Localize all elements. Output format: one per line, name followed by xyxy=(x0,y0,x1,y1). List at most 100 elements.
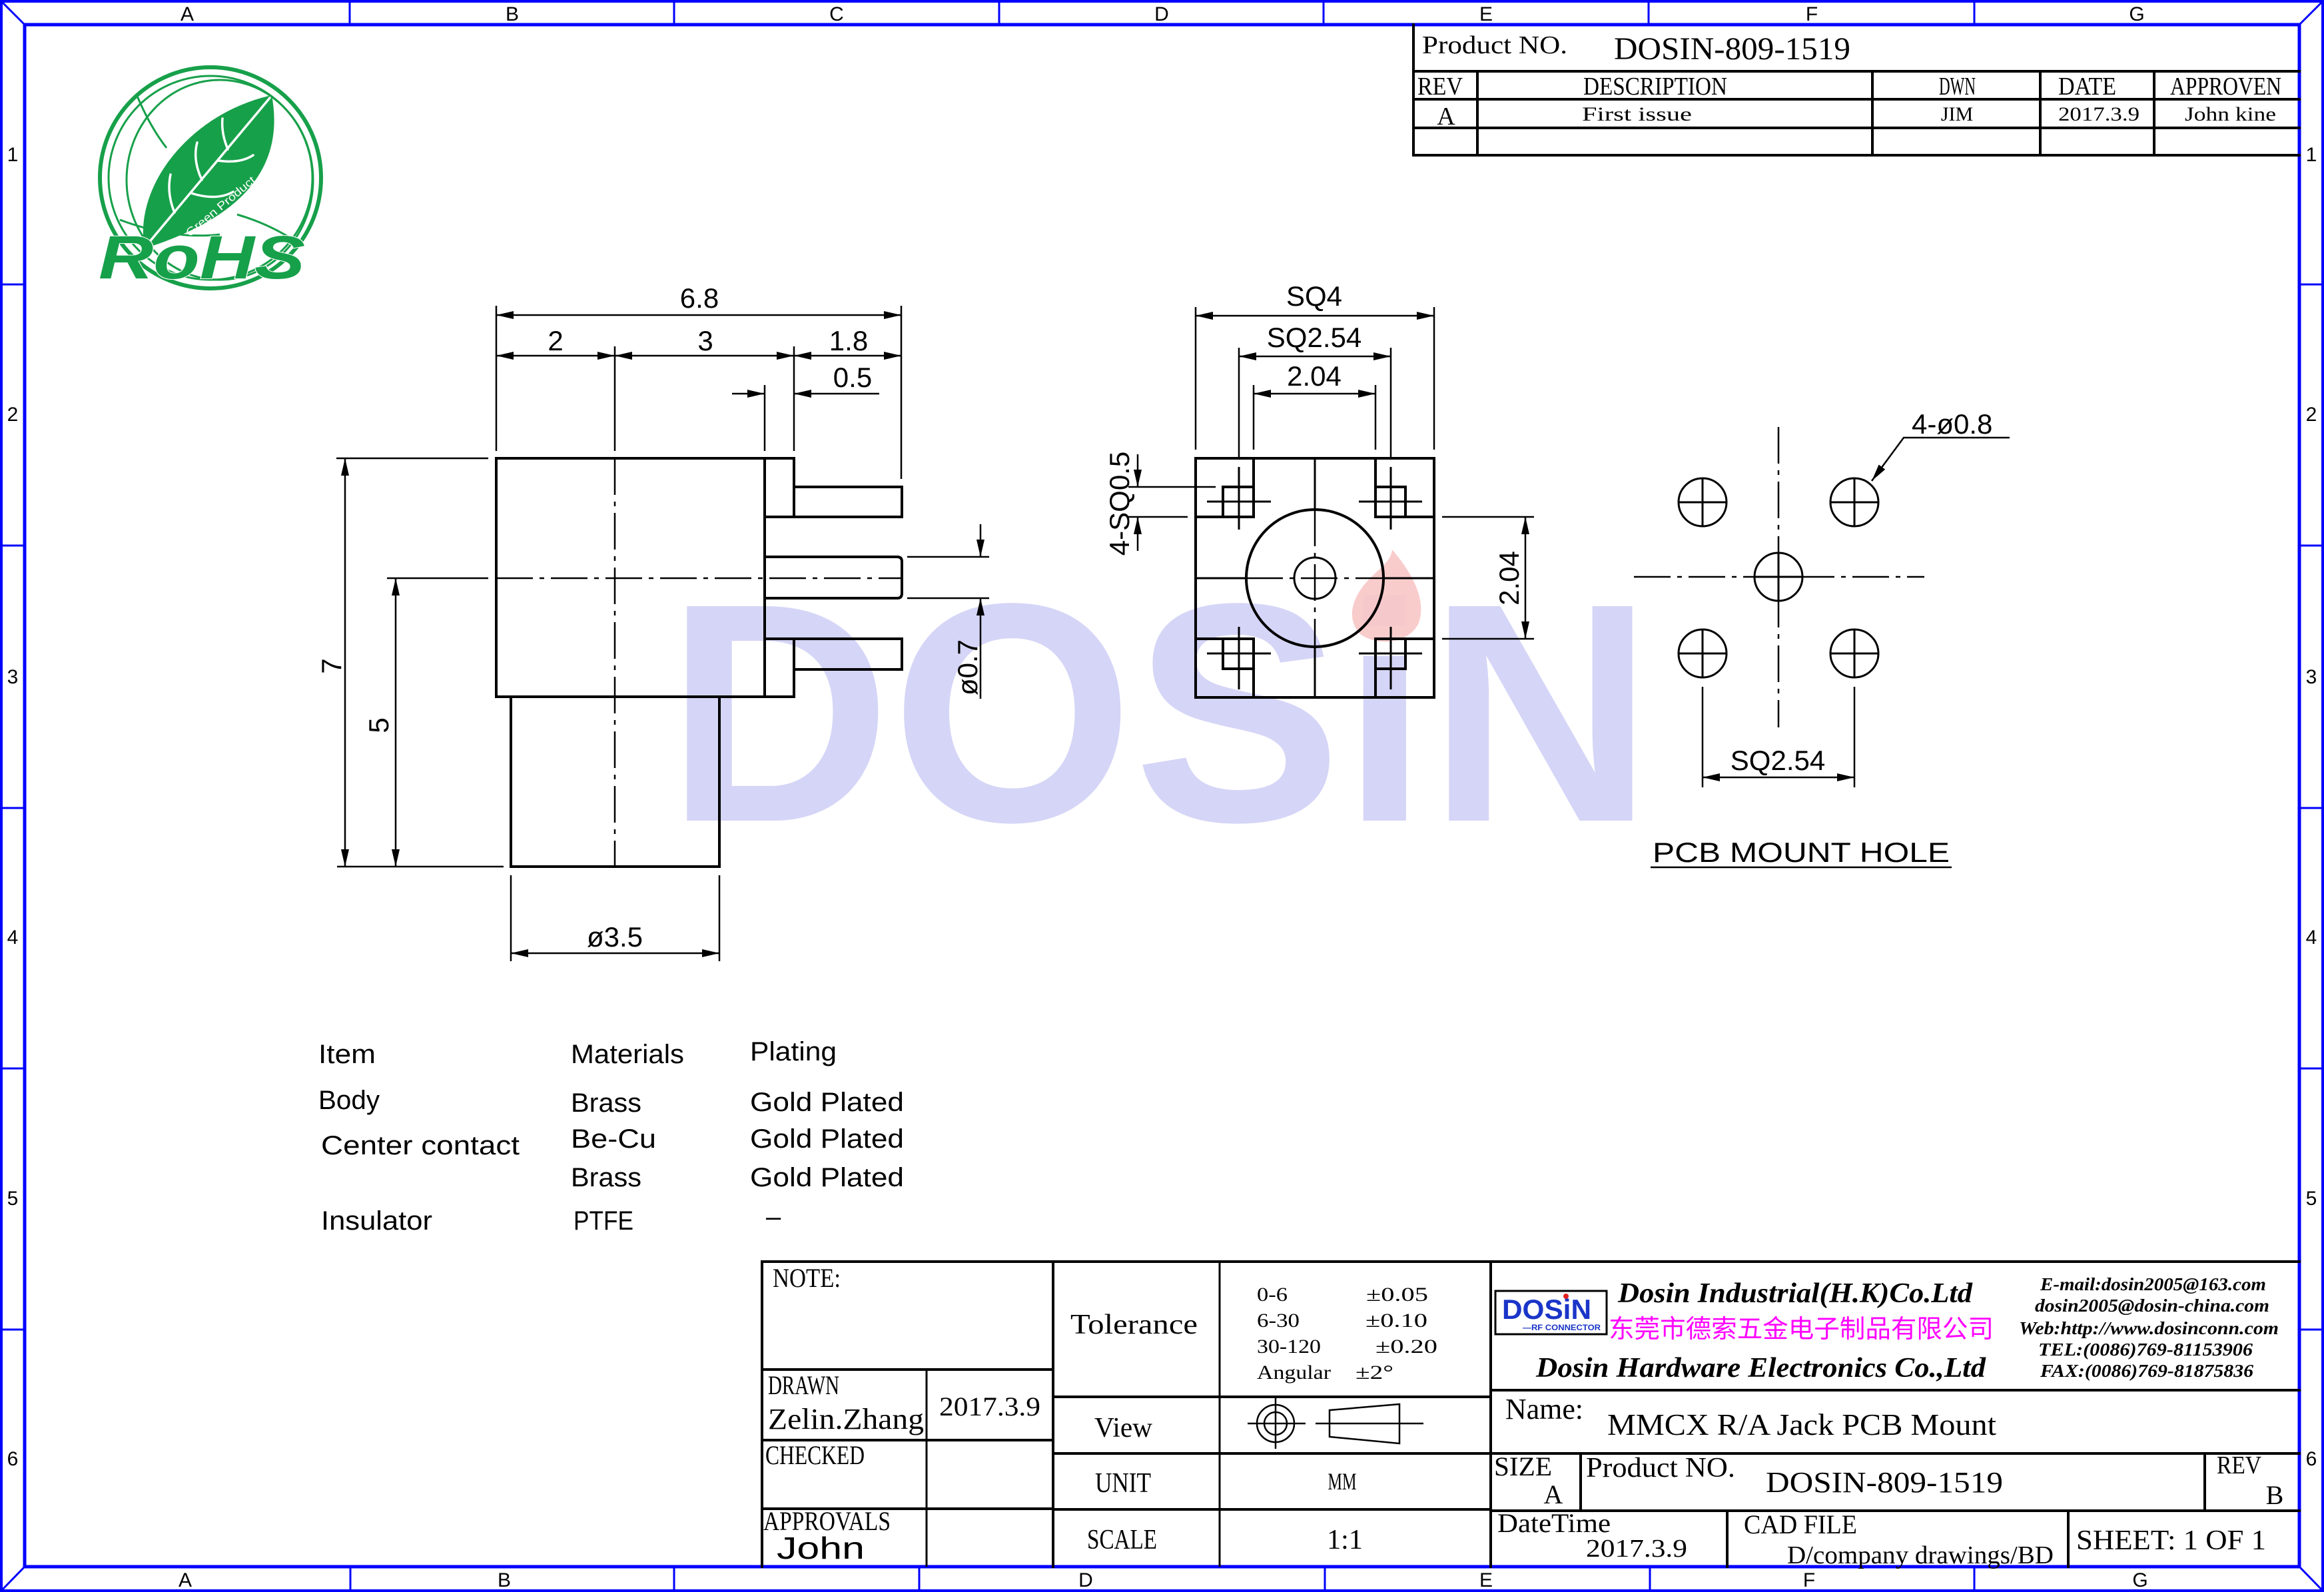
front-view-extension-lines xyxy=(1128,307,1534,640)
header-item: Item xyxy=(318,1040,376,1069)
cad-file-value: D/company drawings/BD xyxy=(1787,1541,2054,1569)
column-label: D xyxy=(1078,1569,1093,1591)
material-cell: Brass xyxy=(571,1088,641,1118)
column-label: A xyxy=(179,1569,192,1591)
tolerance-label: Tolerance xyxy=(1070,1310,1198,1340)
column-label: F xyxy=(1803,1569,1815,1591)
row-label: 2 xyxy=(7,404,19,426)
pcb-mount-hole-title: PCB MOUNT HOLE xyxy=(1653,837,1950,868)
company-name-cn: 东莞市德索五金电子制品有限公司 xyxy=(1609,1314,1994,1344)
product-no-label: Product NO. xyxy=(1422,31,1567,59)
drawn-label: DRAWN xyxy=(768,1370,839,1400)
company-tel: TEL:(0086)769-81153906 xyxy=(2038,1340,2253,1360)
date-header: DATE xyxy=(2058,73,2116,101)
part-name: MMCX R/A Jack PCB Mount xyxy=(1607,1407,1996,1441)
tolerance-range: 6-30 xyxy=(1257,1310,1300,1332)
frame-inner-border xyxy=(23,23,2301,1569)
item-cell: Body xyxy=(318,1086,380,1115)
material-cell: Brass xyxy=(571,1163,641,1192)
rev-label: REV xyxy=(2217,1451,2261,1479)
frame-column-labels-top: A B C D E F G xyxy=(181,3,2145,25)
rev-cell: A xyxy=(1437,103,1455,131)
dim-pin-length: 1.8 xyxy=(829,325,868,356)
dwn-cell: JIM xyxy=(1941,103,1973,125)
drawn-date: 2017.3.9 xyxy=(939,1392,1040,1421)
materials-table: Item Materials Plating Body Brass Gold P… xyxy=(318,1037,904,1236)
column-label: B xyxy=(506,3,519,25)
plating-cell: – xyxy=(766,1202,781,1232)
size-value: A xyxy=(1544,1479,1563,1509)
name-label: Name: xyxy=(1505,1393,1583,1425)
rohs-globe-meridian xyxy=(125,79,314,281)
dim-pin-span-vertical: 2.04 xyxy=(1493,551,1525,605)
company-name-hw: Dosin Hardware Electronics Co.,Ltd xyxy=(1535,1353,1986,1384)
side-view-extension-lines xyxy=(336,306,989,961)
row-label: 4 xyxy=(2306,927,2317,949)
datetime-value: 2017.3.9 xyxy=(1586,1535,1687,1563)
approven-cell: John kine xyxy=(2185,103,2276,125)
tolerance-range: 30-120 xyxy=(1257,1336,1321,1358)
company-logo-dot xyxy=(1563,1294,1569,1299)
column-label: G xyxy=(2132,1569,2147,1591)
row-label: 4 xyxy=(7,927,19,949)
dim-pin-square: SQ2.54 xyxy=(1267,322,1361,353)
row-label: 5 xyxy=(2306,1188,2317,1210)
plating-cell: Gold Plated xyxy=(750,1088,904,1117)
rohs-logo: Green Product RoHS xyxy=(98,65,323,292)
dim-body: 3 xyxy=(697,325,713,356)
column-label: D xyxy=(1154,3,1169,25)
row-label: 6 xyxy=(2306,1448,2317,1470)
company-logo-box xyxy=(1494,1290,1608,1336)
side-view-centerlines xyxy=(496,458,902,867)
revision-block: Product NO. DOSIN-809-1519 REV DESCRIPTI… xyxy=(1412,23,2301,157)
tolerance-value: ±0.10 xyxy=(1365,1310,1427,1332)
projection-symbol-icon xyxy=(1248,1397,1423,1449)
frame-row-labels-right: 1 2 3 4 5 6 xyxy=(2306,144,2317,1470)
column-label: E xyxy=(1479,1569,1493,1591)
front-view: SQ4 SQ2.54 2.04 4-SQ0.5 2.04 xyxy=(1104,280,1534,699)
front-view-axes xyxy=(1196,458,1434,697)
column-label: A xyxy=(181,3,194,25)
datetime-label: DateTime xyxy=(1497,1508,1611,1538)
frame-column-labels-bottom: A B D E F G xyxy=(179,1569,2148,1591)
plating-cell: Gold Plated xyxy=(750,1163,904,1192)
dim-outer: SQ4 xyxy=(1286,280,1342,312)
leaf-veins xyxy=(147,97,271,245)
scale-label: SCALE xyxy=(1087,1525,1157,1555)
company-email-2: dosin2005@dosin-china.com xyxy=(2035,1296,2269,1316)
company-logo: DOSiN —RF CONNECTOR xyxy=(1494,1290,1608,1336)
view-label: View xyxy=(1094,1413,1153,1443)
revision-block-grid xyxy=(1412,23,2301,157)
frame-row-labels-left: 1 2 3 4 5 6 xyxy=(7,144,19,1470)
size-label: SIZE xyxy=(1494,1451,1552,1481)
hole-callout-leader xyxy=(1870,436,2010,482)
row-label: 3 xyxy=(7,666,19,688)
dim-flange: 2 xyxy=(548,325,563,356)
sheet-count: SHEET: 1 OF 1 xyxy=(2076,1525,2266,1556)
item-cell: Center contact xyxy=(321,1131,520,1160)
dim-overall-length: 6.8 xyxy=(680,282,719,314)
dim-pin-diameter: ø0.7 xyxy=(952,639,983,695)
tolerance-value: ±2° xyxy=(1356,1362,1393,1384)
pad-crosshairs xyxy=(1207,467,1422,689)
rev-value: B xyxy=(2266,1480,2284,1510)
rev-header: REV xyxy=(1417,73,1463,101)
tolerance-value: ±0.05 xyxy=(1366,1284,1428,1306)
date-cell: 2017.3.9 xyxy=(2058,103,2139,125)
header-plating: Plating xyxy=(750,1037,837,1066)
pcb-mount-hole: 4-ø0.8 SQ2.54 PCB MOUNT HOLE xyxy=(1634,408,2010,869)
row-label: 1 xyxy=(2306,144,2317,166)
tolerance-range: 0-6 xyxy=(1257,1284,1288,1306)
row-label: 3 xyxy=(2306,666,2317,688)
dim-pin-span: 2.04 xyxy=(1287,360,1342,392)
approven-header: APPROVEN xyxy=(2170,73,2281,101)
unit-value: MM xyxy=(1328,1468,1357,1495)
product-no-value: DOSIN-809-1519 xyxy=(1614,31,1850,67)
description-header: DESCRIPTION xyxy=(1583,73,1727,101)
dim-base-diameter: ø3.5 xyxy=(587,921,643,953)
projection-lines xyxy=(1248,1397,1423,1449)
material-cell: Be-Cu xyxy=(571,1124,656,1154)
